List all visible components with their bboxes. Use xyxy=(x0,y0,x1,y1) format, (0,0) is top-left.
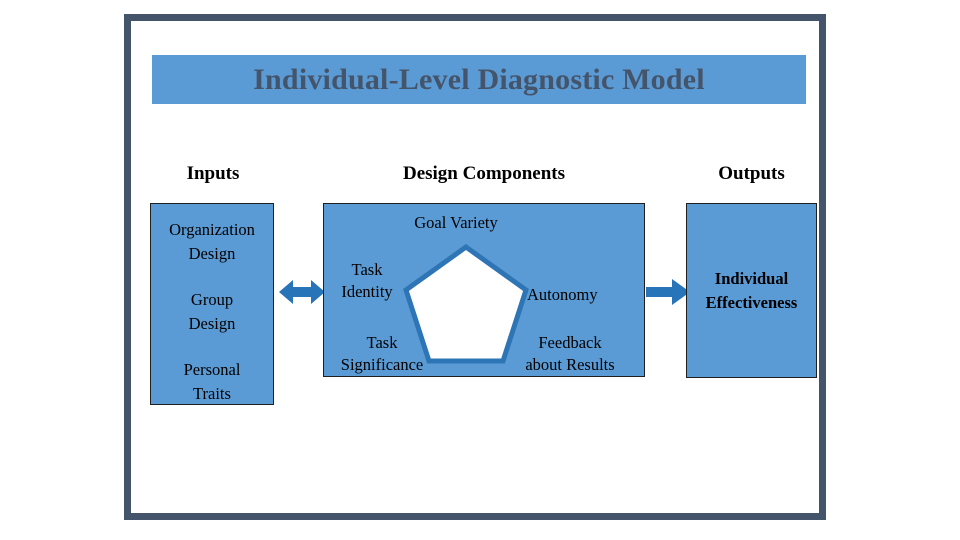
inputs-design-bidirectional-arrow-icon xyxy=(279,274,325,310)
design-label-task-significance: Task Significance xyxy=(340,333,424,375)
pentagon-shape xyxy=(402,243,530,367)
design-label-task-identity: Task Identity xyxy=(341,260,393,302)
inputs-item-personal-traits: Personal Traits xyxy=(183,359,241,403)
column-header-design-components: Design Components xyxy=(402,163,566,184)
outputs-label-individual-effectiveness: Individual Effectiveness xyxy=(705,268,798,312)
design-label-goal-variety: Goal Variety xyxy=(414,213,498,232)
inputs-item-organization-design: Organization Design xyxy=(169,220,255,263)
design-label-feedback-about-results: Feedback about Results xyxy=(525,333,615,375)
design-outputs-arrow-icon xyxy=(646,277,690,307)
inputs-panel: Organization Design Group Design Persona… xyxy=(150,203,274,405)
column-header-inputs: Inputs xyxy=(186,163,240,184)
outputs-panel: Individual Effectiveness xyxy=(686,203,817,378)
page-title: Individual-Level Diagnostic Model xyxy=(253,62,705,96)
column-header-outputs: Outputs xyxy=(718,163,785,184)
inputs-item-group-design: Group Design xyxy=(188,289,236,333)
title-banner: Individual-Level Diagnostic Model xyxy=(152,55,806,104)
design-label-autonomy: Autonomy xyxy=(527,285,598,304)
